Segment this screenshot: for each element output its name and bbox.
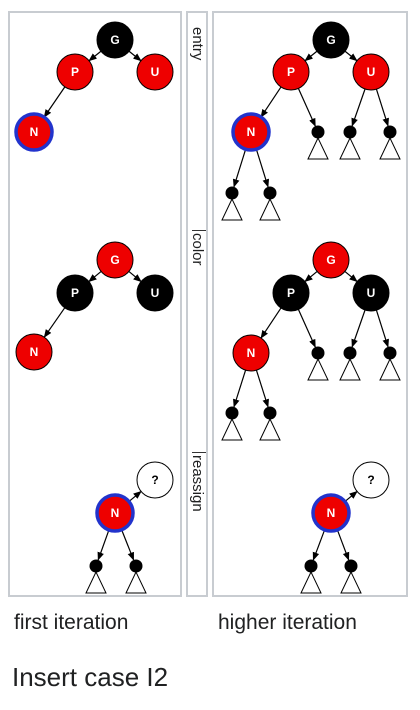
node-parent: P [272, 274, 310, 312]
tree-edge [260, 307, 282, 339]
svg-text:?: ? [367, 473, 374, 487]
tree-edge [128, 50, 142, 62]
node-parent: P [56, 274, 94, 312]
tree-edge [344, 50, 358, 62]
svg-text:G: G [326, 253, 335, 267]
tree-edge [97, 529, 110, 561]
svg-text:U: U [367, 286, 376, 300]
svg-text:U: U [151, 65, 160, 79]
svg-text:N: N [247, 125, 256, 139]
tree-edge [375, 88, 389, 127]
tree-edge [43, 307, 66, 338]
tree-edge [297, 88, 316, 127]
subtree-leaf [300, 559, 322, 594]
tree-edge [304, 270, 318, 283]
subtree-leaf [307, 346, 329, 381]
subtree-leaf [125, 559, 147, 594]
svg-text:P: P [287, 65, 295, 79]
tree-edge [128, 270, 142, 283]
caption-first-iteration: first iteration [14, 611, 129, 634]
tree-edge [255, 149, 270, 188]
svg-text:N: N [247, 346, 256, 360]
tree-edge [351, 309, 366, 348]
tree-edge [255, 369, 269, 408]
subtree-leaf [379, 125, 401, 160]
stage-divider [192, 230, 206, 231]
subtree-leaf [85, 559, 107, 594]
tree-edge [375, 309, 389, 348]
node-uncle: U [136, 274, 174, 312]
rb-tree-diagram: G P U N G P U N? N G P U N G P U N? N [14, 21, 401, 594]
subtree-leaf [259, 186, 281, 221]
tree-edge [351, 88, 366, 127]
tree-edge [128, 490, 142, 503]
subtree-leaf [339, 346, 361, 381]
node-n: N [14, 112, 54, 152]
figure-title: Insert case I2 [12, 662, 169, 692]
node-uncle: U [136, 53, 174, 91]
node-grandparent: G [96, 241, 134, 279]
tree-edge [233, 369, 247, 408]
node-grandparent: G [312, 21, 350, 59]
svg-text:G: G [110, 253, 119, 267]
subtree-leaf [379, 346, 401, 381]
tree-edge [336, 529, 350, 561]
node-uncle: U [352, 53, 390, 91]
node-n: N [232, 334, 270, 372]
svg-text:N: N [30, 345, 39, 359]
tree-edge [297, 309, 316, 348]
node-unknown: ? [352, 461, 390, 499]
subtree-leaf [221, 406, 243, 441]
node-grandparent: G [96, 21, 134, 59]
node-uncle: U [352, 274, 390, 312]
subtree-leaf [221, 186, 243, 221]
stage-divider [192, 452, 206, 453]
tree-edge [312, 529, 326, 561]
subtree-leaf [307, 125, 329, 160]
tree-edge [260, 86, 282, 118]
node-n: N [311, 493, 351, 533]
subtree-leaf [340, 559, 362, 594]
svg-text:P: P [71, 286, 79, 300]
svg-text:G: G [326, 33, 335, 47]
svg-text:G: G [110, 33, 119, 47]
caption-higher-iteration: higher iteration [218, 611, 357, 634]
svg-text:?: ? [151, 473, 158, 487]
stage-label-column: entry color reassign [186, 11, 208, 597]
svg-text:U: U [151, 286, 160, 300]
svg-text:N: N [30, 125, 39, 139]
tree-edge [232, 149, 247, 188]
svg-text:P: P [287, 286, 295, 300]
tree-edge [43, 86, 66, 118]
node-grandparent: G [312, 241, 350, 279]
node-parent: P [56, 53, 94, 91]
node-n: N [231, 112, 271, 152]
node-n: N [15, 333, 53, 371]
tree-edge [88, 50, 102, 62]
node-parent: P [272, 53, 310, 91]
subtree-leaf [339, 125, 361, 160]
subtree-leaf [259, 406, 281, 441]
tree-edge [344, 490, 358, 503]
svg-text:N: N [327, 506, 336, 520]
tree-edge [121, 529, 135, 561]
svg-text:N: N [111, 506, 120, 520]
node-unknown: ? [136, 461, 174, 499]
tree-edge [304, 50, 318, 62]
node-n: N [95, 493, 135, 533]
tree-edge [88, 270, 102, 283]
svg-text:U: U [367, 65, 376, 79]
tree-edge [344, 270, 358, 283]
svg-text:P: P [71, 65, 79, 79]
